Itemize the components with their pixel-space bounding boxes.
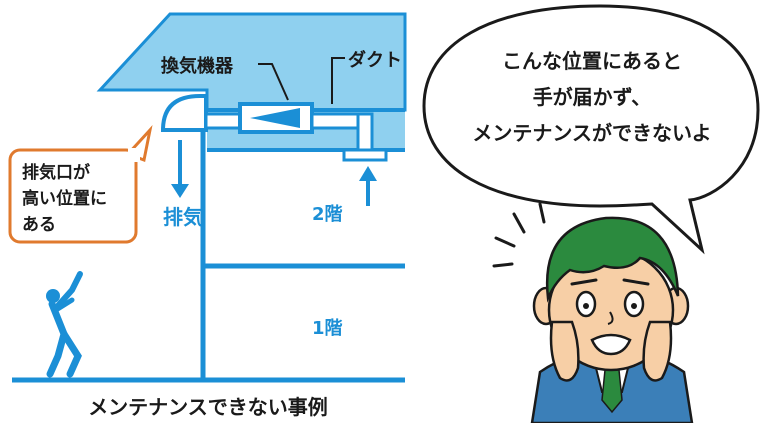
exhaust-label: 排気 bbox=[163, 205, 203, 229]
fan-leader-line bbox=[258, 63, 289, 101]
person-looking-up bbox=[46, 271, 83, 378]
callout-line-2: 高い位置に bbox=[22, 188, 107, 209]
duct-drop bbox=[356, 112, 374, 156]
duct-label: ダクト bbox=[348, 49, 402, 71]
duct-left bbox=[204, 112, 244, 130]
worried-man bbox=[492, 202, 694, 425]
ceiling-grille bbox=[342, 148, 388, 162]
callout-line-3: ある bbox=[22, 215, 56, 235]
floor-2-label: 2階 bbox=[312, 204, 343, 225]
speech-line-3: メンテナンスができないよ bbox=[472, 121, 711, 145]
exhaust-arrow-icon bbox=[171, 140, 189, 198]
callout-line-1: 排気口が bbox=[22, 162, 90, 183]
duct-system bbox=[204, 102, 388, 162]
hair bbox=[545, 216, 680, 303]
caption: メンテナンスできない事例 bbox=[88, 395, 328, 419]
mouth bbox=[590, 333, 632, 356]
intake-arrow-icon bbox=[359, 166, 377, 206]
outlet-callout: 排気口が 高い位置に ある bbox=[8, 125, 153, 244]
left-hand bbox=[549, 320, 580, 382]
exhaust-hood bbox=[160, 94, 208, 132]
right-hand bbox=[642, 320, 673, 382]
speech-line-1: こんな位置にあると bbox=[502, 49, 682, 73]
duct-leader-line bbox=[331, 57, 345, 104]
speech-line-2: 手が届かず、 bbox=[533, 85, 652, 109]
speech-bubble: こんな位置にあると 手が届かず、 メンテナンスができないよ bbox=[422, 4, 760, 255]
callout-box bbox=[8, 148, 138, 244]
shock-lines-icon bbox=[492, 202, 546, 268]
fan-label: 換気機器 bbox=[161, 55, 234, 77]
floor-1-label: 1階 bbox=[312, 318, 343, 339]
fan-arrow-icon bbox=[250, 108, 300, 128]
